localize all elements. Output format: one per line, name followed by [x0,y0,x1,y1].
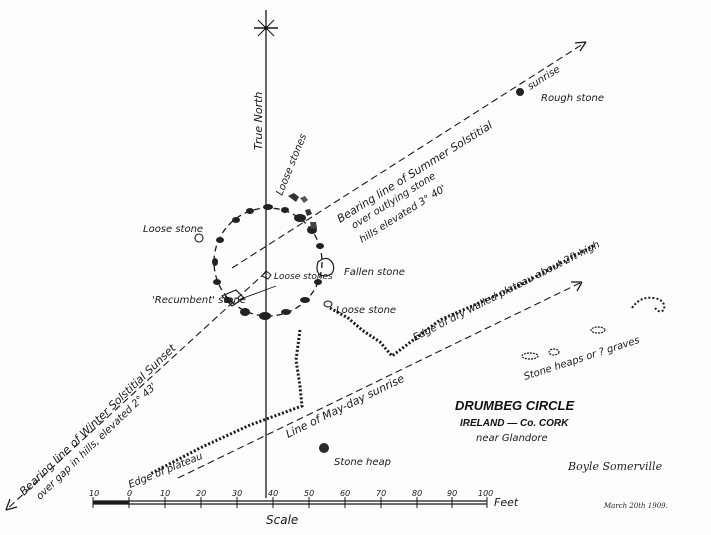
circle-stone [263,204,273,210]
circle-stone [213,279,221,285]
loose-stones-cluster [288,193,317,229]
circle-stone [224,297,232,303]
signature-name: Boyle Somerville [567,460,663,473]
circle-stone [281,207,289,213]
fallen-stone-marker [316,257,335,277]
diagram-location: near Glandore [476,433,548,444]
scale-tick-label: 10 [160,489,170,498]
loose-stone-right-label: Loose stone [336,305,396,316]
circle-stone [281,309,291,315]
scale-tick-label: 100 [478,489,493,498]
stone-heap-label: Stone heap [334,457,391,468]
circle-stone [212,258,218,266]
mayday-line [177,281,583,479]
loose-stones-center-label: Loose stones [274,272,333,282]
loose-stone-left-label: Loose stone [143,224,203,235]
circle-stone [300,297,310,303]
loose-stone-marker-right [323,300,333,308]
stone-heap-marker [319,443,329,453]
winter-arrow-icon [5,498,18,511]
loose-stones-top-label: Loose stones [275,132,310,197]
circle-stone [232,217,240,223]
plateau-edge [149,329,304,476]
scale-tick-label: 50 [304,489,314,498]
circle-stone [294,214,306,222]
circle-stone [314,279,322,285]
scale-tick-label: 40 [268,489,278,498]
loose-stone-marker-left [194,233,204,243]
scale-unit: Feet [494,496,519,509]
circle-stone [240,308,250,316]
rough-stone-marker [516,88,524,96]
scale-bar [92,497,488,508]
summer-sunrise-word: sunrise [526,64,562,92]
scale-tick-label: 80 [412,489,422,498]
rough-stone-label: Rough stone [541,93,604,104]
scale-tick-label: 0 [127,489,132,498]
fallen-stone-label: Fallen stone [344,267,405,278]
summer-bearing-line [231,41,587,269]
circle-stone [259,312,271,320]
recumbent-pointer [237,285,277,301]
circle-stone [316,243,324,249]
scale-tick-label: 10 [89,489,99,498]
walled-edge-label: Edge of dry walled plateau about 2ft hig… [411,239,601,343]
stone-heaps-label: Stone heaps or ? graves [523,335,642,383]
scale-tick-label: 60 [340,489,350,498]
scale-tick-labels: 10 0 10 20 30 40 50 60 70 80 90 100 [89,489,493,498]
north-label: True North [252,92,265,150]
signature-date: March 20th 1909. [603,502,668,510]
summer-arrow-icon [574,41,587,52]
circle-stone [246,208,254,214]
north-star-icon [254,19,278,37]
scale-tick-label: 20 [196,489,206,498]
diagram-subtitle: IRELAND — Co. CORK [460,418,569,429]
scale-label: Scale [266,513,298,527]
stone-heaps-cluster [521,296,666,360]
scale-tick-label: 70 [376,489,386,498]
circle-stones [212,204,324,320]
circle-stone [216,237,224,243]
diagram-title: DRUMBEG CIRCLE [455,398,574,413]
scale-tick-label: 90 [447,489,457,498]
mayday-arrow-icon [571,281,583,292]
scale-tick-label: 30 [232,489,242,498]
centre-stone-marker [261,270,272,280]
winter-bearing-line [5,271,267,511]
walled-plateau-edge [329,243,596,359]
recumbent-stone-label: 'Recumbent' stone [152,295,246,306]
